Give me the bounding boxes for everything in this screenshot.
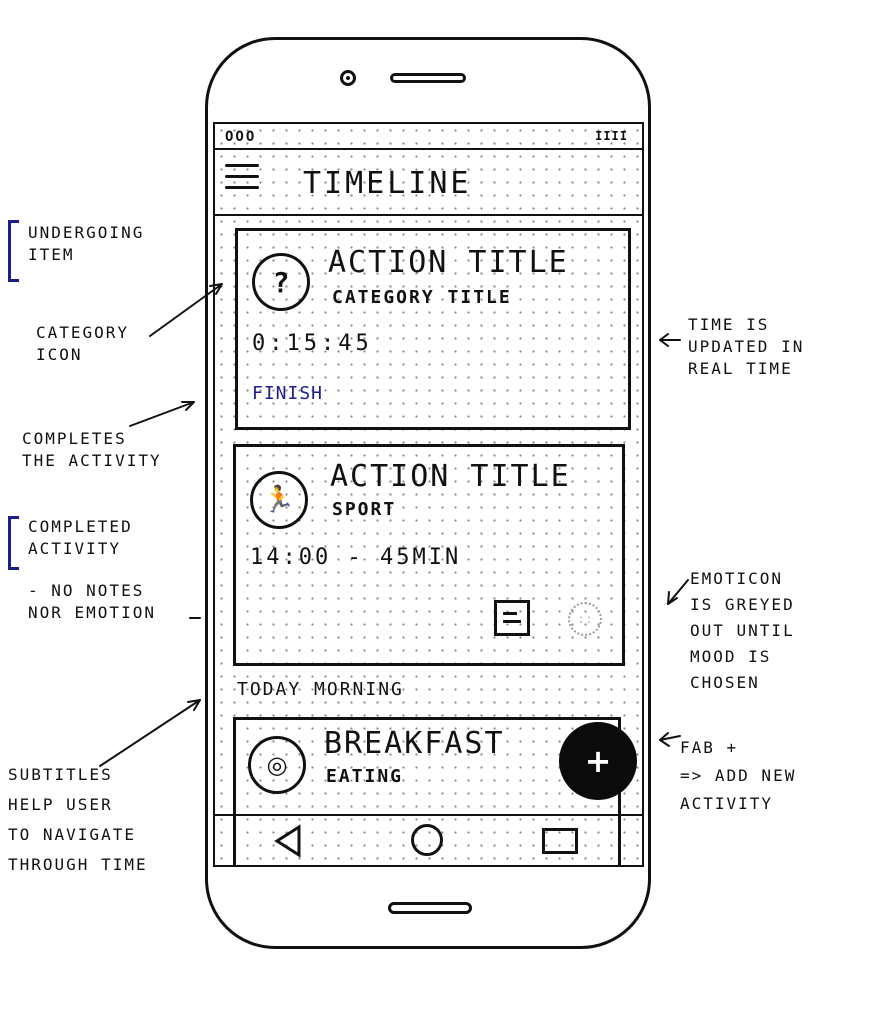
undergoing-activity-card[interactable]: ? ACTION TITLE CATEGORY TITLE 0:15:45 FI… [235, 228, 631, 430]
annotation-bracket [8, 220, 19, 282]
recent-apps-icon[interactable] [542, 828, 578, 854]
activity-time: 14:00 - 45min [250, 545, 462, 570]
action-title: ACTION TITLE [330, 459, 571, 494]
running-icon: 🏃 [250, 471, 308, 529]
category-title: SPORT [332, 499, 397, 520]
annotation-subtitles: SUBTITLES HELP USER TO NAVIGATE THROUGH … [8, 765, 148, 874]
annotation-fab: FAB + => ADD NEW ACTIVITY [680, 738, 797, 813]
action-title: BREAKFAST [324, 726, 505, 761]
page-title: TIMELINE [303, 166, 472, 201]
front-camera [340, 70, 356, 86]
notes-icon[interactable] [494, 600, 530, 636]
action-title: ACTION TITLE [328, 245, 569, 280]
annotation-category-icon: CATEGORY ICON [36, 323, 130, 364]
annotation-emoticon: EMOTICON IS GREYED OUT UNTIL MOOD IS CHO… [690, 569, 795, 692]
system-nav-bar [215, 814, 642, 865]
section-subtitle: TODAY MORNING [237, 679, 404, 700]
signal-icon: IIII [595, 129, 628, 143]
finish-button[interactable]: FINISH [252, 383, 324, 404]
add-activity-fab[interactable]: + [559, 722, 637, 800]
emoticon-icon[interactable]: : : [568, 602, 602, 636]
phone-screen: OOO IIII TIMELINE ? ACTION TITLE CATEGOR… [213, 122, 644, 867]
home-icon[interactable] [411, 824, 443, 856]
category-title: CATEGORY TITLE [332, 287, 512, 308]
annotation-completed: COMPLETED ACTIVITY [28, 517, 133, 558]
bowl-icon: ◎ [248, 736, 306, 794]
annotation-completes: COMPLETES THE ACTIVITY [22, 429, 162, 470]
elapsed-timer: 0:15:45 [252, 331, 373, 356]
notification-dots: OOO [225, 129, 257, 145]
speaker-grill [390, 73, 466, 83]
category-title: EATING [326, 766, 404, 787]
status-bar: OOO IIII [215, 124, 642, 150]
activity-card[interactable]: ◎ BREAKFAST EATING [233, 717, 621, 865]
completed-activity-card[interactable]: 🏃 ACTION TITLE SPORT 14:00 - 45min : : [233, 444, 625, 666]
hamburger-menu-icon[interactable] [225, 164, 259, 190]
app-bar: TIMELINE [215, 150, 642, 216]
back-icon[interactable] [273, 824, 303, 858]
question-icon: ? [252, 253, 310, 311]
annotation-no-notes: - NO NOTES NOR EMOTION [28, 581, 156, 622]
annotation-time-updated: TIME IS UPDATED IN REAL TIME [688, 315, 805, 378]
annotation-bracket [8, 516, 19, 570]
annotation-undergoing: UNDERGOING ITEM [28, 223, 145, 264]
home-indicator [388, 902, 472, 914]
